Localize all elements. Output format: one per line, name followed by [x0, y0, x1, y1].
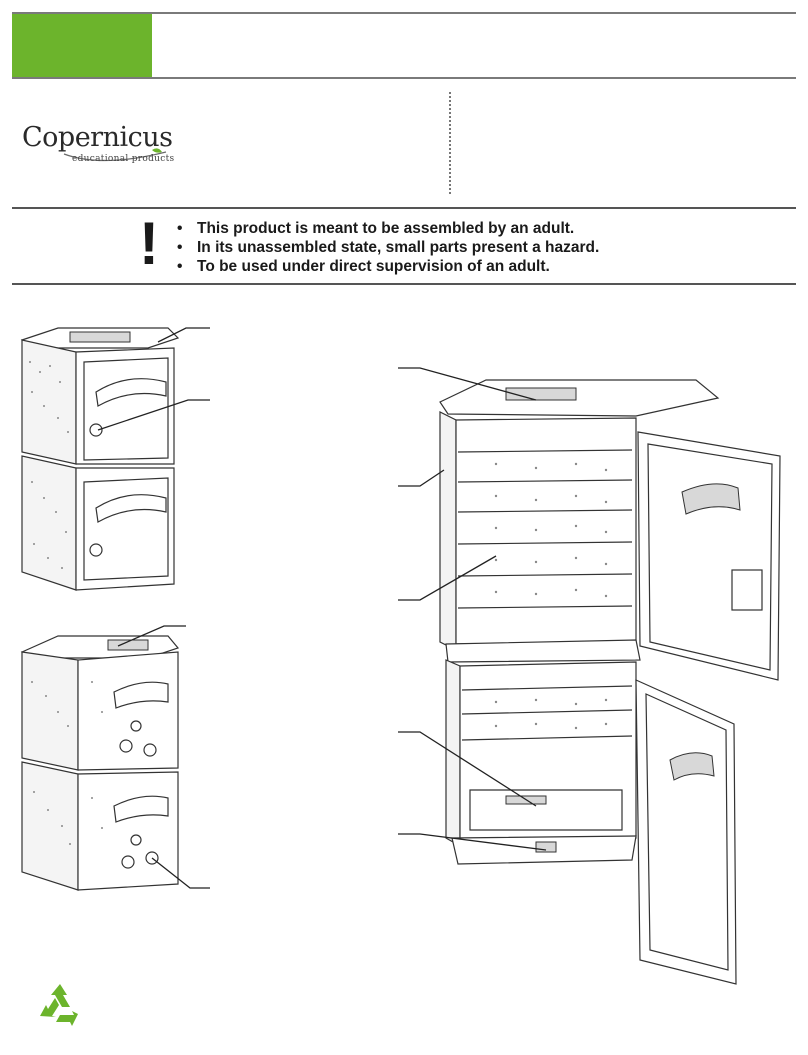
warning-item: In its unassembled state, small parts pr…: [175, 238, 599, 257]
warning-item: To be used under direct supervision of a…: [175, 257, 599, 276]
cabinet-rear-illustration: [20, 625, 210, 891]
recycle-icon: [40, 984, 78, 1026]
brand-logo: Copernicus educational products: [22, 118, 175, 174]
warning-item: This product is meant to be assembled by…: [175, 219, 599, 238]
warning-list: This product is meant to be assembled by…: [175, 219, 599, 276]
dotted-separator: [449, 92, 451, 194]
header-accent-block: [12, 14, 152, 78]
closed-cabinet-illustration: [20, 327, 210, 591]
header-rule-top: [12, 12, 796, 14]
warning-rule-bottom: [12, 283, 796, 285]
exclamation-icon: !: [139, 210, 159, 277]
header-rule-bottom: [12, 77, 796, 79]
logo-swoosh-icon: [63, 148, 167, 162]
brand-tagline: educational products: [72, 154, 175, 164]
brand-name: Copernicus: [22, 122, 173, 153]
open-cabinet-illustration: [398, 367, 781, 985]
warning-rule-top: [12, 207, 796, 209]
